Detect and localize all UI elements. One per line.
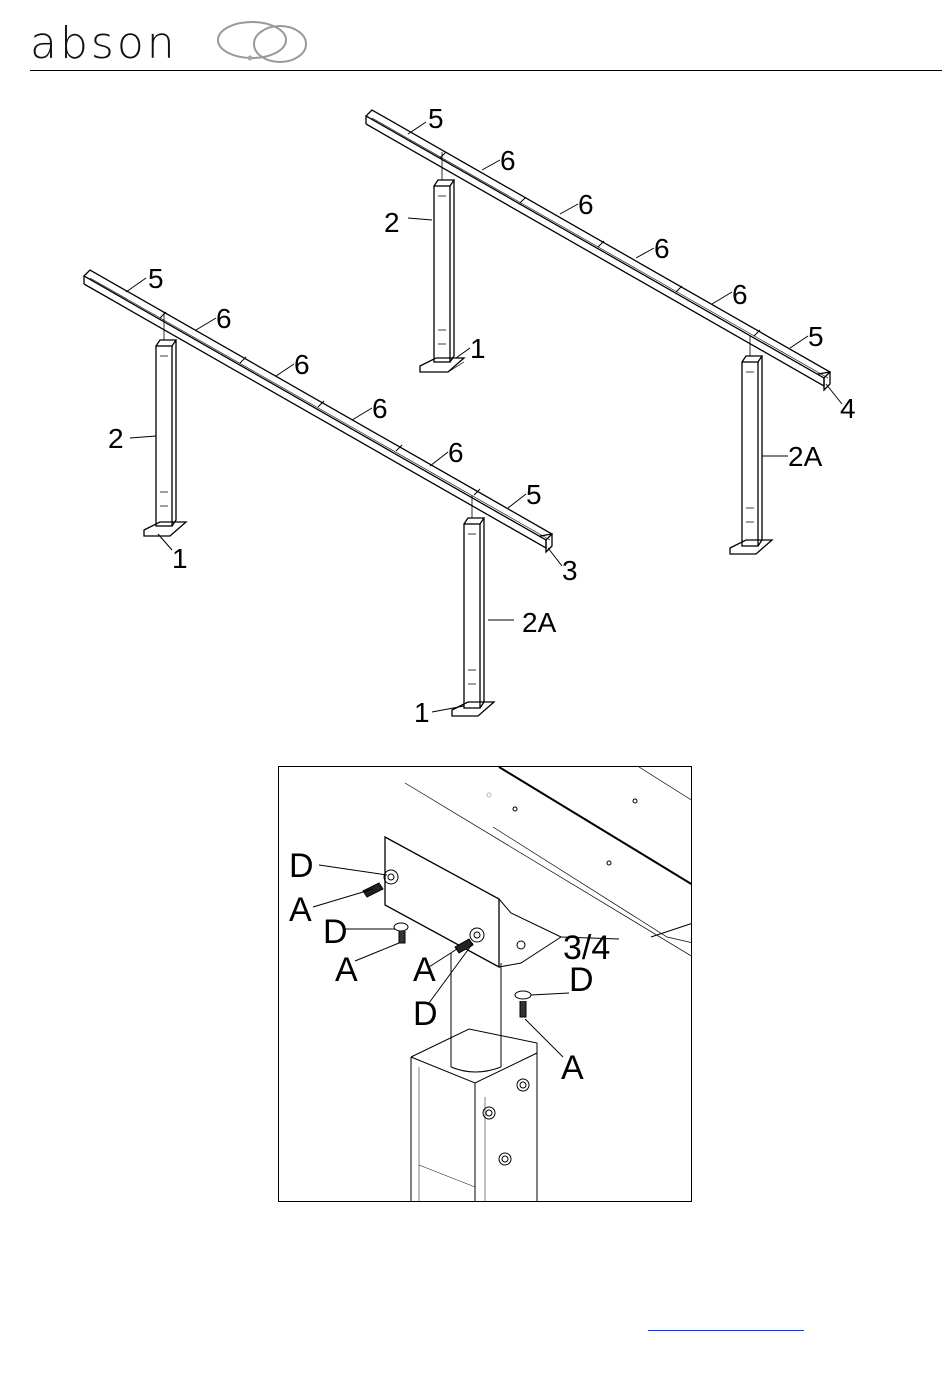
washer-d-label-2: D xyxy=(323,913,348,951)
upper-rail-1-label: 6 xyxy=(500,145,516,176)
lower-left-base-label: 1 xyxy=(172,543,188,574)
lower-rail-4-label: 6 xyxy=(448,437,464,468)
upper-top-rail-label: 5 xyxy=(428,103,444,134)
lower-right-leg-label: 2A xyxy=(522,607,557,638)
lower-left-leg xyxy=(144,312,186,536)
washer-d-label-3: D xyxy=(413,995,438,1033)
lower-right-leg xyxy=(452,495,494,716)
upper-crossbeam xyxy=(366,110,830,390)
brand-name: abson xyxy=(30,22,178,66)
frame-assembly-diagram: 5 6 6 6 6 5 4 2 1 2A 5 6 6 6 6 5 3 2 1 2… xyxy=(0,80,950,740)
header-divider xyxy=(30,70,942,71)
bracket-detail-diagram: D A D A A D 3/4 D A xyxy=(279,767,692,1202)
upper-rail-2-label: 6 xyxy=(578,189,594,220)
bolt-a-label-2: A xyxy=(335,951,358,989)
lower-left-leg-label: 2 xyxy=(108,423,124,454)
lower-crossbeam xyxy=(84,270,552,552)
washer-d-label-4: D xyxy=(569,961,594,999)
lower-top-rail-label: 5 xyxy=(148,263,164,294)
upper-rail-4-label: 6 xyxy=(732,279,748,310)
upper-right-leg-label: 2A xyxy=(788,441,823,472)
upper-end-rail-label: 5 xyxy=(808,321,824,352)
bolt-a-label-4: A xyxy=(561,1049,584,1087)
upper-left-leg xyxy=(420,152,464,372)
bolt-a-label-3: A xyxy=(413,951,436,989)
brand-rings-icon xyxy=(208,18,332,68)
footer-link[interactable] xyxy=(648,1312,804,1331)
upper-right-leg xyxy=(730,336,772,554)
lower-rail-2-label: 6 xyxy=(294,349,310,380)
lower-rail-1-label: 6 xyxy=(216,303,232,334)
upper-rail-3-label: 6 xyxy=(654,233,670,264)
lower-end-cap-label: 3 xyxy=(562,555,578,586)
upper-left-base-label: 1 xyxy=(470,333,486,364)
lower-rail-3-label: 6 xyxy=(372,393,388,424)
washer-d-label-1: D xyxy=(289,847,314,885)
bolt-a-label-1: A xyxy=(289,891,312,929)
lower-right-base-label: 1 xyxy=(414,697,430,728)
upper-left-leg-label: 2 xyxy=(384,207,400,238)
upper-end-cap-label: 4 xyxy=(840,393,856,424)
bracket-detail-panel: D A D A A D 3/4 D A xyxy=(278,766,692,1202)
lower-end-rail-label: 5 xyxy=(526,479,542,510)
